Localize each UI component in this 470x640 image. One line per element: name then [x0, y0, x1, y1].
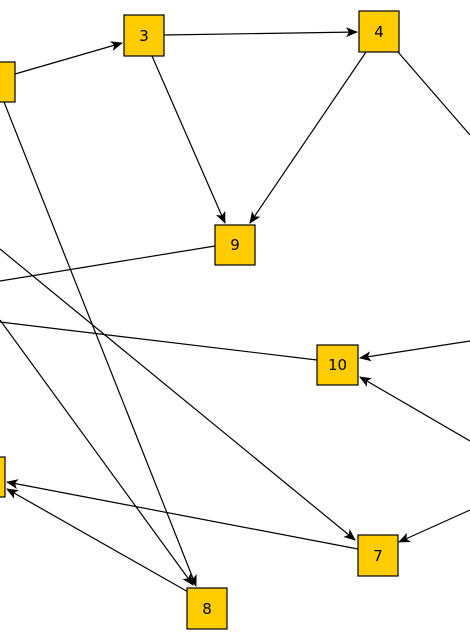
node-10[interactable]: 10: [316, 344, 359, 386]
edge-offscreen-right-to-10: [359, 340, 470, 362]
node-9[interactable]: 9: [214, 224, 256, 266]
edge-offscreen-right-to-10-lower: [359, 376, 470, 442]
edge-3-to-9: [151, 55, 226, 224]
node-8-label: 8: [202, 600, 212, 618]
node-3[interactable]: 3: [123, 14, 165, 57]
edge-1-to-8: [3, 101, 197, 587]
edge-8-to-6: [6, 488, 191, 594]
edge-4-to-offscreen-right: [397, 51, 470, 136]
node-7[interactable]: 7: [357, 534, 399, 577]
node-4[interactable]: 4: [358, 10, 400, 53]
node-8[interactable]: 8: [186, 587, 228, 630]
node-6[interactable]: [0, 456, 6, 498]
edge-offscreen-right-to-7: [398, 509, 470, 543]
edge-offscreen-left-to-10: [0, 321, 318, 361]
node-3-label: 3: [139, 27, 149, 45]
node-7-label: 7: [373, 547, 383, 565]
nodes-layer: 3 4 9 10 7 8: [0, 10, 400, 630]
node-9-label: 9: [230, 236, 240, 254]
edges-layer: [0, 27, 470, 594]
node-4-label: 4: [374, 23, 384, 41]
edge-4-to-9: [249, 51, 367, 224]
node-1[interactable]: [0, 61, 16, 103]
edge-1-to-3: [14, 41, 123, 75]
edge-offscreen-left-to-7: [0, 248, 356, 541]
edge-offscreen-left-to-9: [0, 245, 216, 282]
edge-3-to-4: [163, 27, 358, 38]
edge-7-to-6: [6, 479, 359, 550]
edge-offscreen-left-to-8: [0, 319, 194, 586]
node-10-label: 10: [328, 356, 347, 374]
